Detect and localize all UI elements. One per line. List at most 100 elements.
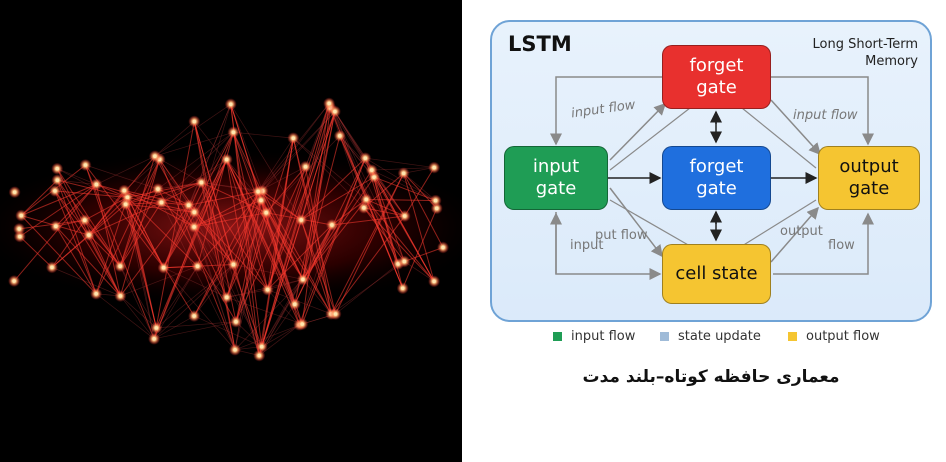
network-connection (154, 155, 195, 228)
network-connection (301, 107, 331, 325)
network-connection (57, 179, 97, 185)
network-connection (124, 159, 160, 191)
line-input-cell (609, 199, 691, 247)
network-connection (95, 184, 121, 297)
network-node (256, 189, 260, 194)
network-node (82, 218, 87, 222)
legend-state-update: state update (660, 328, 761, 344)
network-connection (154, 321, 237, 340)
network-connection (261, 224, 333, 347)
network-connection (193, 190, 263, 228)
network-connection (235, 166, 307, 322)
network-connection (55, 225, 121, 297)
network-connection (226, 200, 262, 298)
network-node (17, 227, 22, 231)
network-connection (156, 321, 237, 329)
arrow-input-to-cell-diag (609, 187, 663, 258)
network-connection (258, 138, 294, 356)
network-node (301, 277, 305, 282)
network-connection (267, 103, 330, 290)
neural-network-image (0, 0, 462, 462)
network-connection (188, 104, 232, 206)
network-connection (120, 295, 155, 340)
network-node (87, 233, 91, 237)
network-node (330, 223, 334, 227)
network-node (161, 265, 166, 270)
network-connection (235, 138, 294, 322)
network-node (118, 264, 122, 268)
network-connection (157, 182, 202, 190)
forget-top-line1: forget (689, 55, 744, 76)
network-connection (157, 131, 234, 190)
network-connection (226, 297, 303, 325)
network-connection (119, 159, 161, 267)
network-connection (330, 107, 365, 208)
network-node (303, 164, 308, 169)
network-connection (334, 111, 405, 217)
network-connection (85, 164, 155, 340)
network-connection (125, 204, 157, 328)
network-connection (153, 315, 195, 340)
network-connection (56, 179, 97, 294)
network-connection (230, 104, 263, 347)
network-nodes (8, 97, 450, 362)
network-connection (193, 121, 236, 350)
network-connection (267, 289, 300, 326)
network-node (362, 205, 366, 210)
network-node (53, 189, 57, 193)
flow-label-bottom-left-a: input (570, 238, 604, 253)
network-connections (13, 103, 444, 356)
flow-label-bottom-left-b: put flow (595, 228, 648, 243)
network-connection (339, 135, 372, 171)
network-node (231, 130, 236, 135)
network-connection (233, 131, 294, 139)
network-node (192, 314, 196, 318)
network-connection (119, 156, 156, 267)
arrow-cell-to-output-diag (770, 206, 819, 263)
network-connection (88, 234, 121, 297)
network-connection (365, 199, 404, 289)
network-connection (95, 293, 155, 340)
network-connection (84, 196, 128, 221)
output-gate-box: output gate (818, 146, 920, 210)
network-node (94, 291, 98, 296)
network-connection (230, 104, 263, 192)
arrow-input-to-forget-top (609, 102, 667, 161)
network-connection (300, 219, 336, 315)
legend-swatch-green (553, 331, 562, 341)
legend-label-state-update: state update (678, 328, 761, 344)
network-connection (95, 159, 161, 294)
legend-swatch-blue (660, 331, 669, 341)
network-node (54, 224, 58, 229)
subtitle-line-1: Long Short-Term (812, 37, 919, 52)
network-connection (301, 157, 366, 325)
network-node (125, 195, 130, 200)
network-connection (159, 159, 236, 350)
network-connection (233, 264, 260, 356)
network-node (401, 171, 406, 176)
legend-output-flow: output flow (788, 328, 880, 344)
network-node (291, 136, 296, 140)
network-connection (57, 168, 97, 185)
network-connection (188, 132, 234, 206)
network-node (83, 163, 88, 167)
network-node (118, 294, 123, 298)
network-connection (201, 182, 267, 214)
network-connection (163, 267, 227, 298)
network-connection (54, 190, 97, 294)
network-connection (334, 111, 367, 200)
network-connection (257, 137, 294, 192)
network-node (400, 286, 405, 291)
network-node (338, 134, 342, 138)
network-connection (193, 226, 236, 350)
network-node (264, 210, 269, 215)
network-node (156, 187, 160, 191)
network-connection (54, 190, 121, 297)
arrow-cell-to-output (773, 212, 874, 275)
network-connection (156, 264, 234, 329)
network-connection (119, 266, 157, 329)
network-connection (163, 182, 202, 268)
network-connection (96, 155, 156, 185)
network-connection (232, 191, 259, 265)
network-node (300, 322, 305, 326)
